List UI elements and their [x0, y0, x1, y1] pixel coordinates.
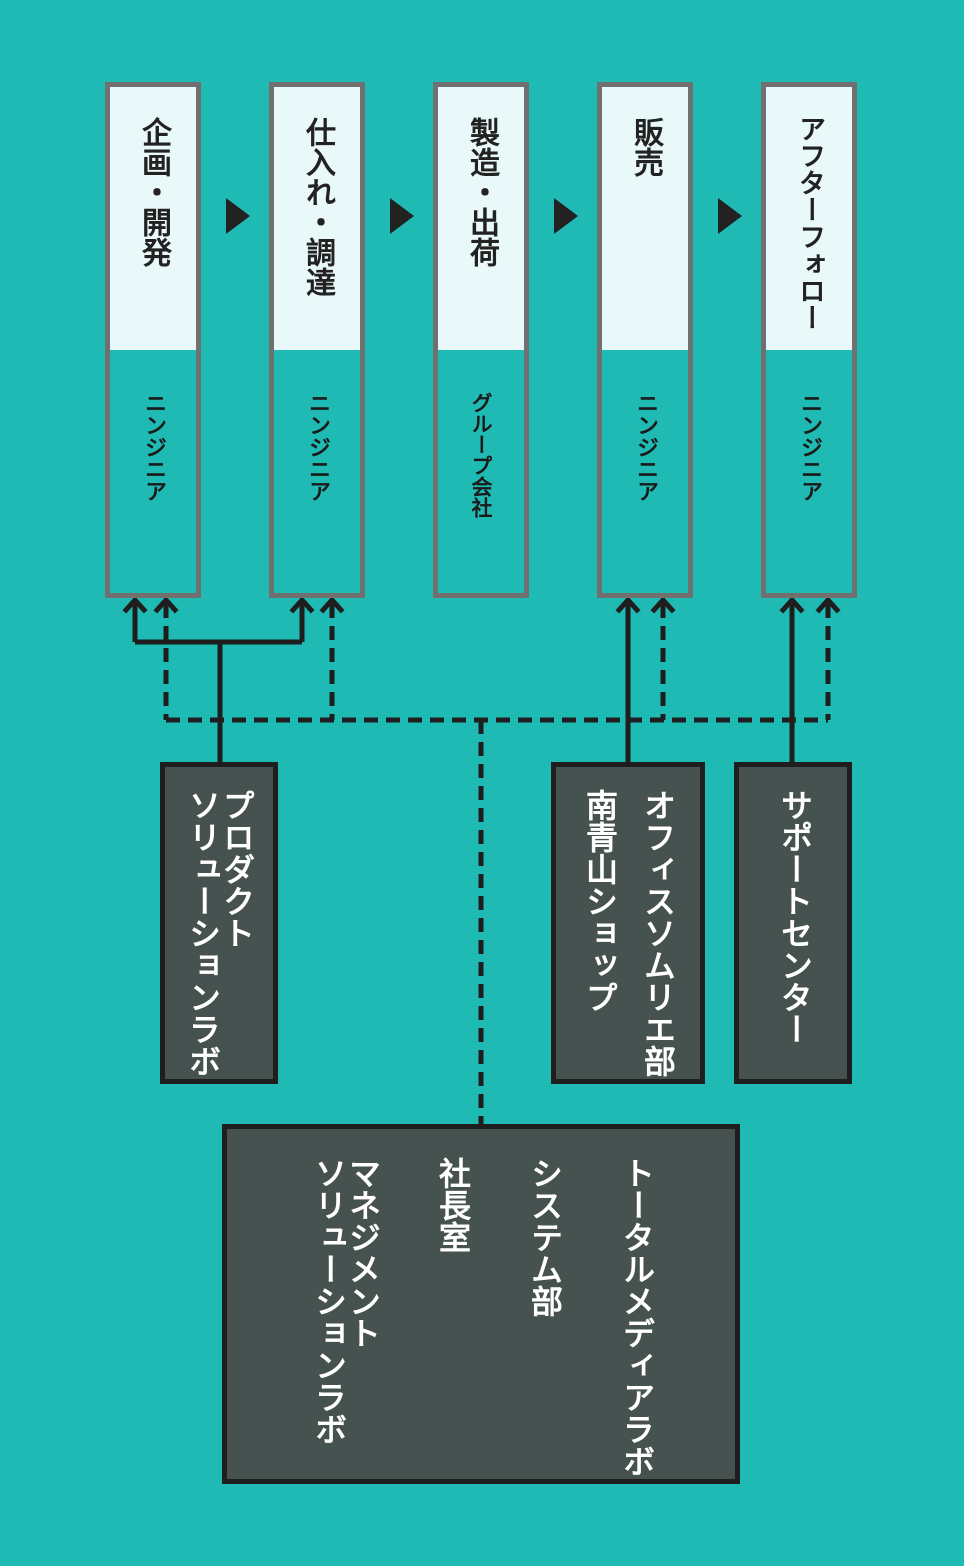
flow-arrow: [718, 198, 742, 234]
stage-header: 製造・出荷: [438, 87, 524, 350]
dashed-link-hq: [163, 604, 831, 1126]
arrowhead: [122, 596, 148, 614]
stage-title: 販売: [628, 117, 663, 177]
stage-manufacturing: 製造・出荷 グループ会社: [433, 82, 529, 598]
arrowhead: [289, 596, 315, 614]
stage-header: 仕入れ・調達: [274, 87, 360, 350]
stage-role: ニンジニア: [797, 392, 822, 502]
stage-role: ニンジニア: [633, 392, 658, 502]
org-line: プロダクト: [218, 789, 256, 949]
org-office-shop: オフィスソムリエ部 南青山ショップ: [551, 762, 705, 1084]
arrowhead: [153, 596, 179, 614]
flow-arrow: [554, 198, 578, 234]
arrowhead: [779, 596, 805, 614]
org-product-lab: プロダクト ソリューションラボ: [160, 762, 278, 1084]
arrowhead: [650, 596, 676, 614]
org-line: ソリューションラボ: [184, 789, 222, 1077]
org-hq-group: トータルメディアラボ システム部 社長室 マネジメント ソリューションラボ: [222, 1124, 740, 1484]
flow-arrow: [390, 198, 414, 234]
stage-after-follow: アフターフォロー ニンジニア: [761, 82, 857, 598]
flow-arrow: [226, 198, 250, 234]
stage-role: グループ会社: [469, 392, 493, 518]
stage-planning: 企画・開発 ニンジニア: [105, 82, 201, 598]
stage-title: アフターフォロー: [794, 115, 825, 331]
stage-title: 企画・開発: [136, 117, 171, 267]
arrowhead: [615, 596, 641, 614]
stage-header: アフターフォロー: [766, 87, 852, 350]
arrowhead: [319, 596, 345, 614]
stage-title: 製造・出荷: [464, 117, 499, 267]
org-line: システム部: [526, 1157, 564, 1317]
stage-title: 仕入れ・調達: [300, 117, 335, 297]
org-line: 南青山ショップ: [581, 789, 619, 1013]
stage-header: 販売: [602, 87, 688, 350]
org-support-center: サポートセンター: [734, 762, 852, 1084]
stage-procurement: 仕入れ・調達 ニンジニア: [269, 82, 365, 598]
org-line: ソリューションラボ: [310, 1157, 348, 1445]
solid-link-product-lab: [132, 604, 305, 762]
org-line: 社長室: [434, 1157, 472, 1253]
stage-role: ニンジニア: [305, 392, 330, 502]
stage-role: ニンジニア: [141, 392, 166, 502]
stage-header: 企画・開発: [110, 87, 196, 350]
org-line: オフィスソムリエ部: [639, 789, 677, 1077]
org-line: トータルメディアラボ: [618, 1157, 656, 1477]
org-line: マネジメント: [344, 1157, 382, 1349]
stage-sales: 販売 ニンジニア: [597, 82, 693, 598]
org-line: サポートセンター: [776, 789, 814, 1045]
arrowhead: [815, 596, 841, 614]
